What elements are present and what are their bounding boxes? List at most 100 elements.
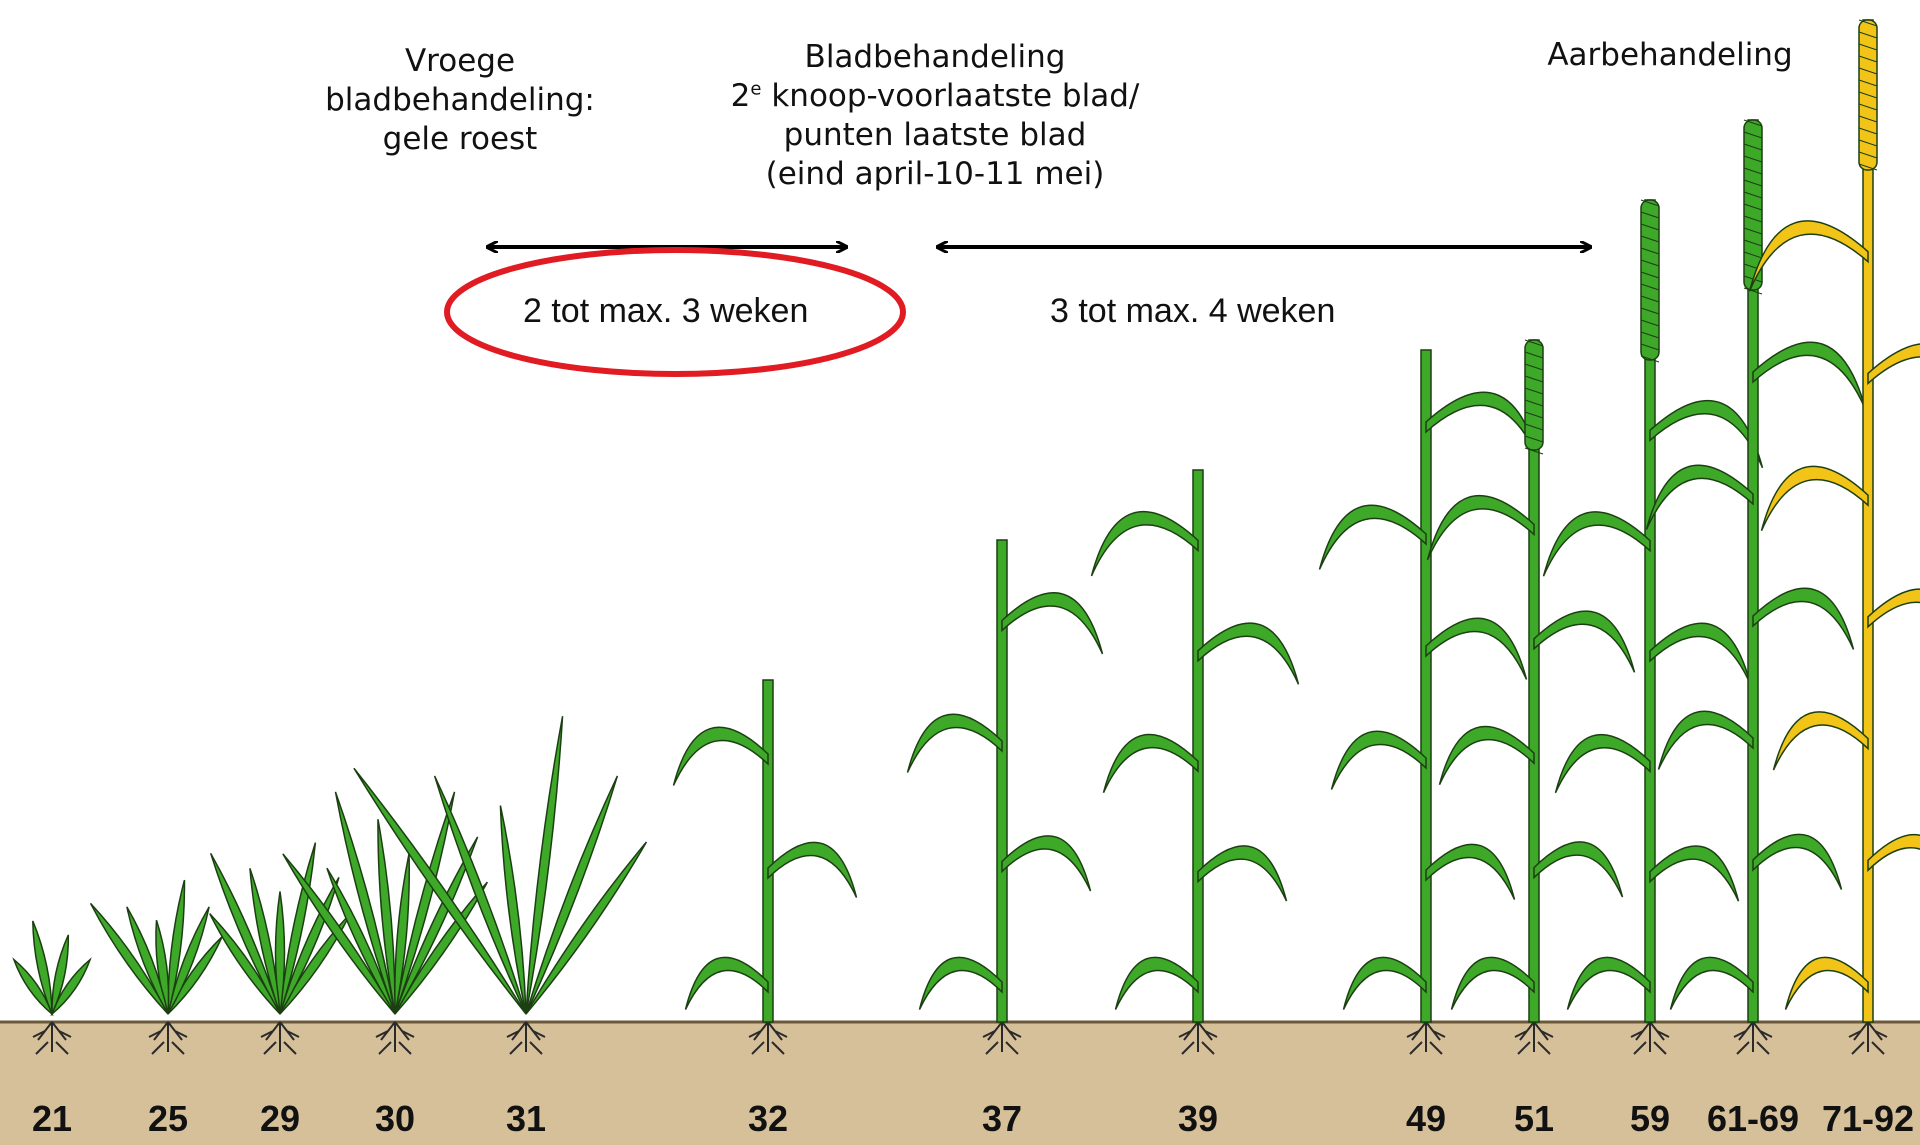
plant-leaf (1090, 511, 1199, 577)
wheat-ear-grain (1640, 283, 1660, 291)
wheat-ear-grain (1640, 343, 1660, 351)
plant-leaf (1425, 617, 1528, 680)
wheat-ear-grain (1524, 399, 1544, 407)
growth-stage-code: 51 (1513, 1098, 1555, 1139)
plant-roots (1514, 1021, 1554, 1055)
plant-leaf (249, 868, 281, 1015)
plant-roots (1406, 1021, 1446, 1055)
growth-stage-code: 61-69 (1706, 1098, 1800, 1139)
wheat-ear-grain (1858, 55, 1878, 63)
plant-roots (375, 1021, 415, 1055)
plant-leaf (282, 853, 396, 1015)
wheat-ear-grain (1858, 43, 1878, 51)
wheat-ear-grain (1524, 375, 1544, 383)
plant-leaf (1197, 845, 1288, 902)
wheat-ear-grain (1640, 247, 1660, 255)
plant-leaf (525, 716, 564, 1015)
plant-leaf (1425, 391, 1540, 460)
plant-leaf (918, 956, 1003, 1010)
plant-leaf (209, 913, 281, 1015)
plants-group (12, 19, 1920, 1055)
growth-stage-code: 32 (747, 1098, 789, 1139)
plant-leaf (525, 841, 648, 1015)
plant-leaf (51, 934, 70, 1015)
plant-leaf (1867, 588, 1920, 629)
wheat-ear-grain (1640, 355, 1660, 363)
soil-band (0, 1022, 1920, 1145)
wheat-ear-grain (1743, 143, 1763, 151)
plant-roots (748, 1021, 788, 1055)
interval-late-text: 3 tot max. 4 weken (1050, 292, 1336, 330)
wheat-ear-grain (1743, 251, 1763, 259)
wheat-ear-grain (1640, 331, 1660, 339)
plant-leaf (1784, 956, 1869, 1010)
plant-leaf (1425, 843, 1516, 900)
wheat-ear-grain (1524, 423, 1544, 431)
plant-leaf (433, 775, 527, 1015)
wheat-ear-grain (1858, 127, 1878, 135)
plant-leaf (1318, 504, 1427, 570)
plant-leaf (12, 957, 54, 1017)
early-leaf-treatment-label: Vroege bladbehandeling: gele roest (260, 42, 660, 159)
early-treatment-line: Vroege (404, 43, 516, 79)
plant-roots (260, 1021, 300, 1055)
plant-leaf (499, 805, 527, 1015)
wheat-ear-grain (1640, 307, 1660, 315)
plant-roots (1178, 1021, 1218, 1055)
plant-leaf (1542, 511, 1651, 577)
wheat-ear-grain (1524, 351, 1544, 359)
plant-leaf (1752, 587, 1855, 650)
plant-roots (148, 1021, 188, 1055)
plant-leaf (167, 906, 210, 1015)
wheat-ear-grain (1524, 411, 1544, 419)
early-treatment-line: gele roest (382, 121, 538, 157)
plant-roots (1630, 1021, 1670, 1055)
plant-leaf (1554, 733, 1651, 794)
plant-leaf (672, 726, 769, 786)
wheat-ear-grain (1524, 339, 1544, 347)
wheat-ear-grain (1858, 31, 1878, 39)
wheat-ear (1524, 339, 1544, 451)
plant-leaf (1438, 725, 1535, 786)
plant-leaf (767, 841, 858, 898)
plant-leaf (906, 713, 1003, 773)
plant-leaf (1649, 622, 1752, 685)
plant-roots (982, 1021, 1022, 1055)
wheat-ear-grain (1640, 259, 1660, 267)
wheat-ear-grain (1858, 139, 1878, 147)
interval-early-text: 2 tot max. 3 weken (523, 292, 809, 330)
plant-leaf (1533, 841, 1624, 898)
wheat-ear-grain (1640, 319, 1660, 327)
wheat-ear-grain (1524, 363, 1544, 371)
node-rest: knoop-voorlaatste blad/ (761, 78, 1140, 114)
plant-leaf (167, 879, 186, 1015)
plant-leaf (1645, 464, 1754, 530)
wheat-ear-grain (1858, 103, 1878, 111)
leaf-treatment-line: punten laatste blad (783, 117, 1087, 153)
wheat-ear-grain (1524, 387, 1544, 395)
wheat-ear-grain (1640, 223, 1660, 231)
wheat-ear-grain (1743, 131, 1763, 139)
plant-leaf (126, 906, 169, 1015)
plant-leaf (1657, 710, 1754, 770)
plant-leaf (1001, 835, 1092, 892)
plant-leaf (1566, 956, 1651, 1010)
plant-leaf (377, 819, 396, 1015)
wheat-ear-grain (1743, 119, 1763, 127)
growth-stage-code: 21 (31, 1098, 73, 1139)
plant-leaf (1114, 956, 1199, 1010)
plant-leaf (1649, 399, 1764, 469)
wheat-ear-grain (1524, 435, 1544, 443)
plant-roots (1848, 1021, 1888, 1055)
wheat-ear-grain (1743, 227, 1763, 235)
wheat-ear-grain (1743, 179, 1763, 187)
plant-leaf (525, 775, 619, 1015)
plant-leaf (1450, 956, 1535, 1010)
growth-stage-code: 37 (981, 1098, 1023, 1139)
wheat-ear-grain (1640, 199, 1660, 207)
wheat-ear (1640, 199, 1660, 361)
plant-stem (996, 539, 1008, 1023)
plant-leaf (32, 920, 53, 1015)
plant-leaf (1752, 341, 1867, 410)
